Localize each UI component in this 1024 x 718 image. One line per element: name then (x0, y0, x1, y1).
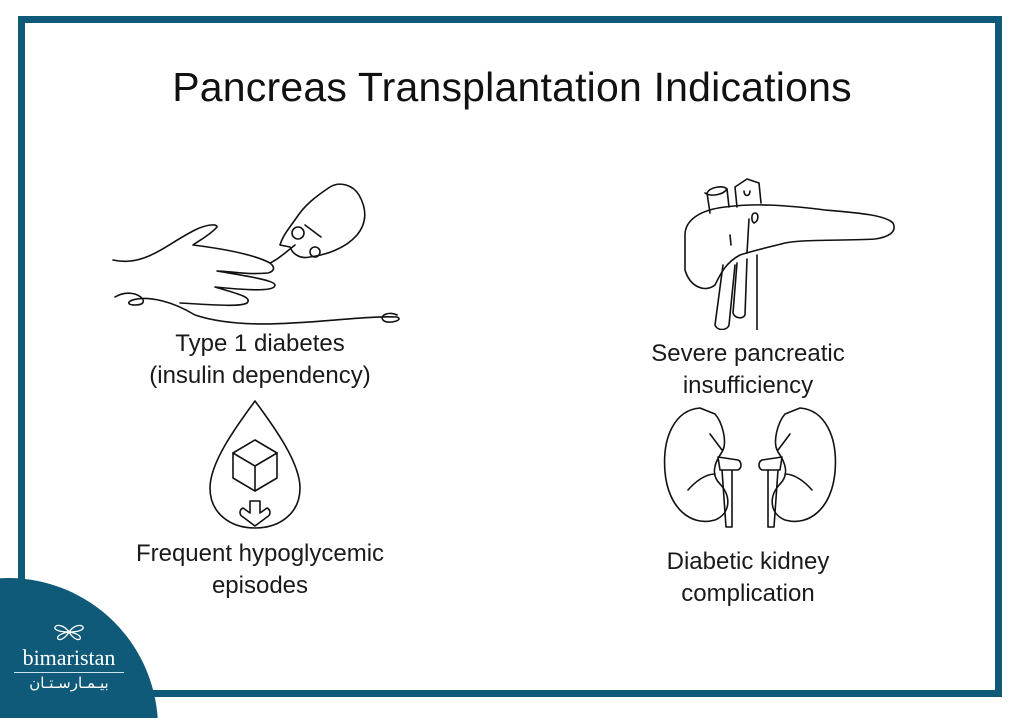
caption-pancreatic-insufficiency: Severe pancreatic insufficiency (651, 340, 845, 399)
item-diabetic-kidney: Diabetic kidney complication (618, 546, 878, 610)
item-pancreatic-insufficiency: Severe pancreatic insufficiency (618, 338, 878, 402)
item-type1-diabetes: Type 1 diabetes (insulin dependency) (110, 328, 410, 392)
brand-logo: bimaristan بيـمـارسـتـان (14, 622, 124, 693)
sugar-drop-down-icon (205, 398, 305, 530)
butterfly-logo-icon (54, 624, 84, 641)
hand-glucometer-icon (105, 175, 405, 335)
caption-hypoglycemic-episodes: Frequent hypoglycemic episodes (135, 540, 385, 599)
page-title: Pancreas Transplantation Indications (172, 64, 852, 110)
caption-type1-diabetes: Type 1 diabetes (insulin dependency) (149, 330, 371, 389)
logo-name-ar: بيـمـارسـتـان (29, 674, 109, 692)
pancreas-icon (675, 175, 905, 330)
item-hypoglycemic-episodes: Frequent hypoglycemic episodes (110, 538, 410, 602)
page-frame (18, 16, 1002, 697)
logo-background (0, 578, 175, 718)
logo-name-en: bimaristan (14, 646, 124, 673)
caption-diabetic-kidney: Diabetic kidney complication (666, 548, 830, 607)
kidneys-icon (660, 402, 840, 530)
